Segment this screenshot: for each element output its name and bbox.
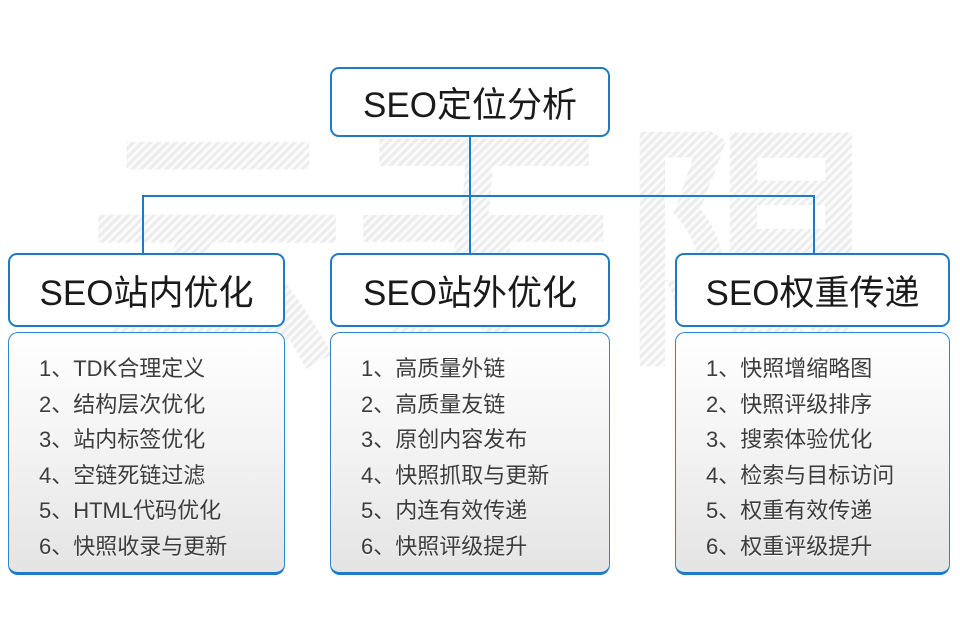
column-list-onsite: 1、TDK合理定义 2、结构层次优化 3、站内标签优化 4、空链死链过滤 5、H… bbox=[8, 332, 285, 575]
connector-horizontal-rail bbox=[142, 195, 815, 197]
list-item: 3、站内标签优化 bbox=[39, 427, 206, 452]
column-header-offsite: SEO站外优化 bbox=[330, 253, 610, 327]
column-header-onsite: SEO站内优化 bbox=[8, 253, 285, 327]
list-item: 6、快照评级提升 bbox=[361, 533, 528, 559]
connector-left-drop-line bbox=[142, 195, 144, 254]
connector-right-drop-line bbox=[813, 195, 815, 254]
column-header-title: SEO站外优化 bbox=[363, 273, 577, 313]
list-item: 4、空链死链过滤 bbox=[39, 462, 206, 488]
list-item: 1、快照增缩略图 bbox=[706, 356, 873, 381]
list-item: 1、高质量外链 bbox=[361, 356, 506, 381]
list-item: 5、权重有效传递 bbox=[706, 498, 873, 523]
list-item: 2、高质量友链 bbox=[361, 391, 506, 417]
column-list-offsite: 1、高质量外链 2、高质量友链 3、原创内容发布 4、快照抓取与更新 5、内连有… bbox=[330, 332, 610, 575]
root-node-title: SEO定位分析 bbox=[363, 85, 577, 125]
item-list: 1、快照增缩略图 2、快照评级排序 3、搜索体验优化 4、检索与目标访问 5、权… bbox=[706, 351, 939, 564]
list-item: 5、HTML代码优化 bbox=[39, 498, 222, 523]
list-item: 4、快照抓取与更新 bbox=[361, 462, 550, 488]
list-item: 2、结构层次优化 bbox=[39, 391, 206, 417]
item-list: 1、高质量外链 2、高质量友链 3、原创内容发布 4、快照抓取与更新 5、内连有… bbox=[361, 351, 599, 564]
column-list-weight: 1、快照增缩略图 2、快照评级排序 3、搜索体验优化 4、检索与目标访问 5、权… bbox=[675, 332, 950, 575]
item-list: 1、TDK合理定义 2、结构层次优化 3、站内标签优化 4、空链死链过滤 5、H… bbox=[39, 351, 274, 564]
root-node-seo-positioning: SEO定位分析 bbox=[330, 67, 610, 137]
column-header-title: SEO权重传递 bbox=[705, 273, 920, 313]
list-item: 6、权重评级提升 bbox=[706, 533, 873, 559]
column-header-title: SEO站内优化 bbox=[39, 273, 254, 313]
list-item: 1、TDK合理定义 bbox=[39, 356, 206, 381]
list-item: 5、内连有效传递 bbox=[361, 498, 528, 523]
list-item: 3、原创内容发布 bbox=[361, 427, 528, 452]
column-header-weight: SEO权重传递 bbox=[675, 253, 950, 327]
list-item: 6、快照收录与更新 bbox=[39, 533, 228, 559]
list-item: 3、搜索体验优化 bbox=[706, 427, 873, 452]
list-item: 4、检索与目标访问 bbox=[706, 462, 895, 488]
list-item: 2、快照评级排序 bbox=[706, 391, 873, 417]
